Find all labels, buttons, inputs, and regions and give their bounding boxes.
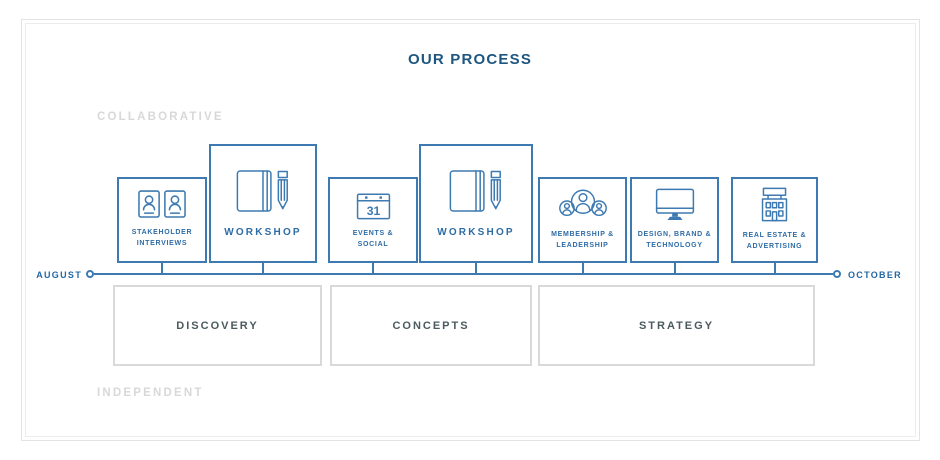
notebook-pencil-icon [449, 170, 501, 212]
id-badges-icon [138, 190, 186, 218]
timeline-connector [673, 261, 676, 275]
building-icon [761, 187, 788, 222]
calendar-day-text: 31 [366, 204, 380, 218]
page-title: OUR PROCESS [407, 51, 533, 68]
monitor-icon [655, 188, 694, 221]
notebook-pencil-icon [236, 170, 288, 212]
process-box-label: WORKSHOP [224, 227, 302, 238]
phase-box-concepts: CONCEPTS [330, 285, 532, 366]
process-box-design-brand-technology: DESIGN, BRAND & TECHNOLOGY [630, 177, 719, 275]
process-box-label: REAL ESTATE & ADVERTISING [742, 232, 807, 250]
timeline-start-marker [86, 270, 94, 278]
phase-label: CONCEPTS [392, 319, 470, 332]
process-box-label: WORKSHOP [437, 227, 515, 238]
timeline-end-label: OCTOBER [848, 270, 902, 280]
phase-box-strategy: STRATEGY [538, 285, 815, 366]
process-box-real-estate-advertising: REAL ESTATE & ADVERTISING [731, 177, 818, 275]
inner-frame [25, 23, 916, 437]
phase-label: STRATEGY [638, 319, 715, 332]
process-box-workshop-1: WORKSHOP [209, 144, 317, 275]
independent-zone-label: INDEPENDENT [97, 387, 204, 399]
process-box-workshop-2: WORKSHOP [419, 144, 533, 275]
process-box-label: DESIGN, BRAND & TECHNOLOGY [637, 231, 712, 249]
process-box-membership-leadership: MEMBERSHIP & LEADERSHIP [538, 177, 627, 275]
timeline-end-marker [833, 270, 841, 278]
timeline-connector [372, 261, 374, 275]
calendar-icon: 31 [356, 193, 390, 219]
collaborative-zone-label: COLLABORATIVE [97, 111, 224, 123]
timeline-line [94, 273, 833, 275]
process-box-label: EVENTS & SOCIAL [352, 229, 394, 248]
process-box-events-social: 31 EVENTS & SOCIAL [328, 177, 418, 275]
phase-label: DISCOVERY [176, 319, 259, 332]
timeline-start-label: AUGUST [36, 270, 82, 280]
process-box-label: STAKEHOLDER INTERVIEWS [131, 229, 193, 247]
group-icon [558, 189, 607, 217]
process-box-stakeholder-interviews: STAKEHOLDER INTERVIEWS [117, 177, 207, 275]
timeline-connector [262, 261, 264, 275]
timeline-connector [161, 261, 163, 275]
outer-frame [21, 19, 920, 441]
timeline-connector [773, 261, 776, 275]
process-box-label: MEMBERSHIP & LEADERSHIP [551, 231, 614, 249]
timeline-connector [475, 261, 477, 275]
phase-box-discovery: DISCOVERY [113, 285, 322, 366]
timeline-connector [581, 261, 584, 275]
